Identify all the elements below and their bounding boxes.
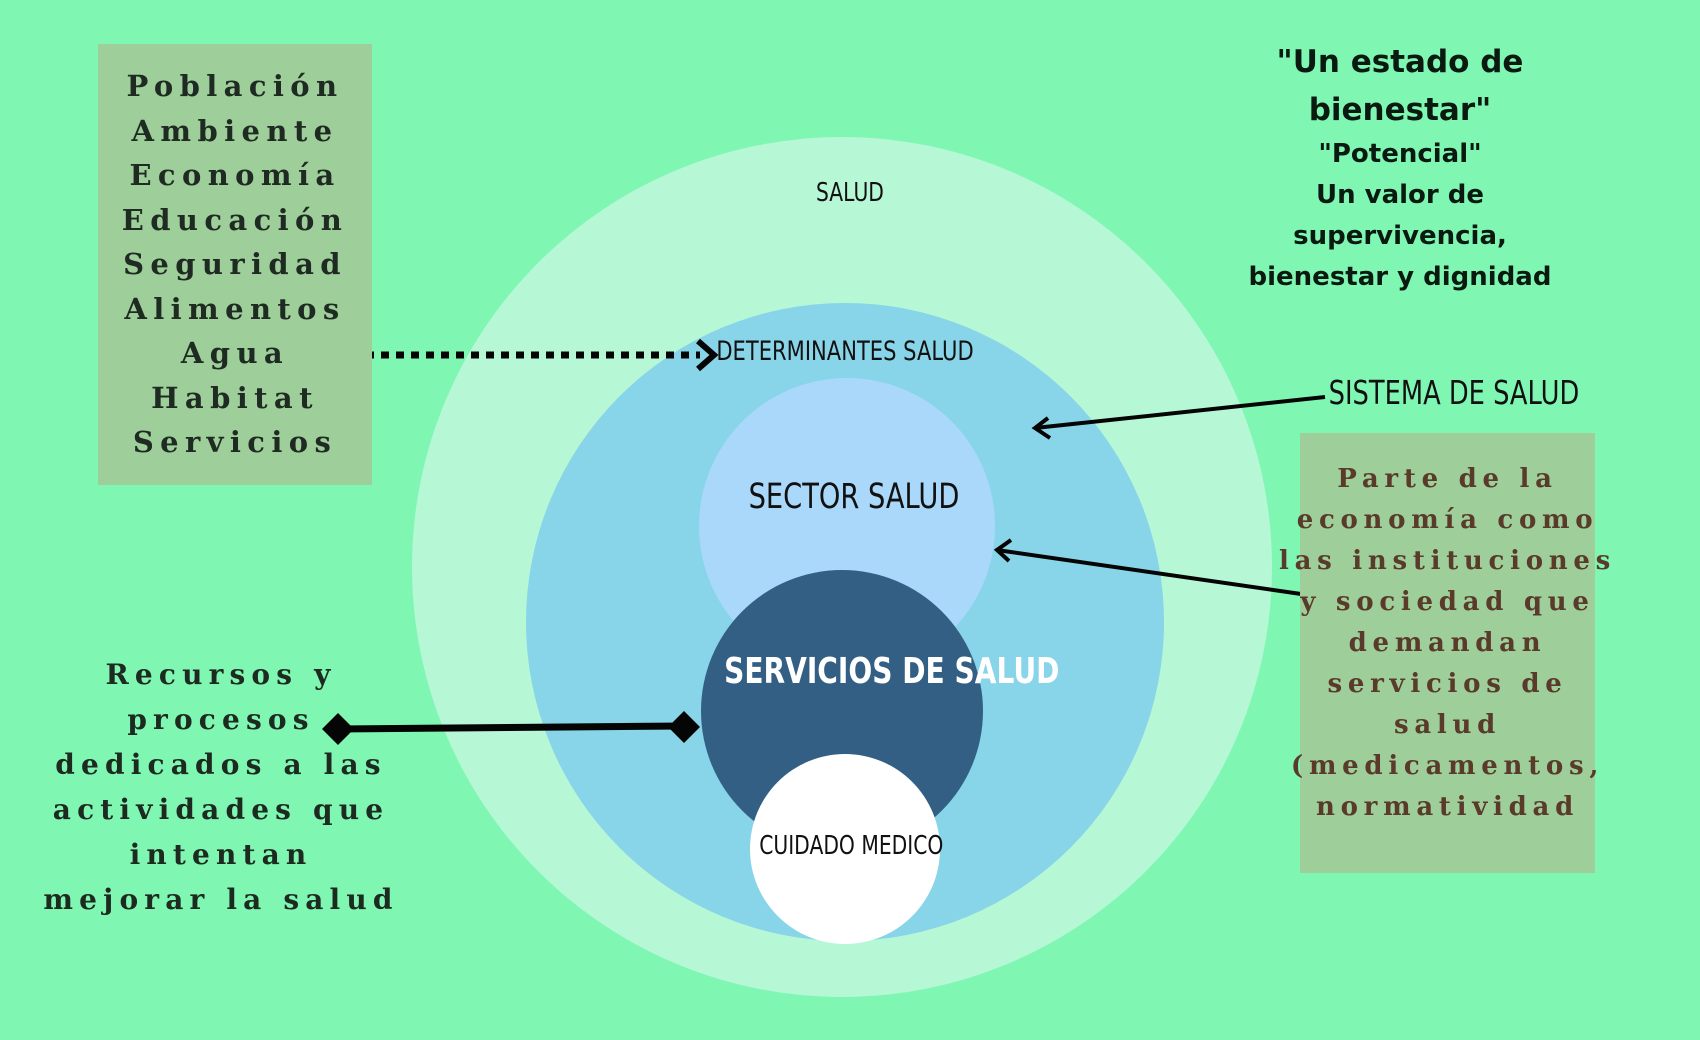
sector-arrow-head	[993, 538, 1013, 563]
quote-line: supervivencia,	[1293, 221, 1507, 251]
determinants-list: Población Ambiente Economía Educación Se…	[98, 44, 372, 485]
text-line: normatividad	[1315, 792, 1580, 822]
list-item: Servicios	[132, 425, 338, 460]
list-item: Economía	[129, 158, 341, 193]
text-line: demandan	[1348, 628, 1547, 658]
list-item: Educación	[121, 202, 349, 237]
text-line: Parte de la	[1337, 464, 1558, 494]
sector-label: SECTOR SALUD	[748, 477, 960, 517]
quote-line: bienestar"	[1308, 92, 1492, 128]
sistema-arrow-head	[1031, 416, 1052, 440]
quote-line: "Un estado de	[1276, 44, 1524, 80]
servicios-circle	[701, 570, 983, 852]
text-line: (medicamentos,	[1290, 751, 1605, 781]
cuidado-circle	[750, 754, 940, 944]
sector-arrow-line	[996, 548, 1302, 596]
health-definition-quote: "Un estado de bienestar" "Potencial" Un …	[1210, 38, 1590, 298]
quote-line: bienestar y dignidad	[1248, 262, 1552, 292]
text-line: dedicados a las	[55, 748, 387, 781]
determinants-box	[98, 44, 372, 485]
diamond-left-end	[322, 713, 354, 745]
services-description: Recursos y procesos dedicados a las acti…	[43, 652, 392, 922]
dotted-arrow-head	[696, 338, 719, 372]
sistema-label: SISTEMA DE SALUD	[1328, 373, 1580, 412]
list-item: Alimentos	[124, 291, 346, 326]
list-item: Agua	[180, 336, 290, 371]
list-item: Población	[126, 69, 344, 104]
text-line: procesos	[127, 703, 315, 736]
list-item: Habitat	[151, 380, 319, 415]
text-line: economía como	[1296, 505, 1599, 535]
diamond-right-end	[668, 711, 700, 743]
cuidado-label: CUIDADO MEDICO	[759, 831, 944, 861]
sistema-arrow-line	[1034, 395, 1326, 430]
quote-line: Un valor de	[1315, 180, 1485, 210]
economy-box	[1300, 433, 1595, 873]
text-line: mejorar la salud	[43, 883, 399, 916]
text-line: servicios de	[1327, 669, 1568, 699]
list-item: Ambiente	[131, 113, 339, 148]
economy-text: Parte de la economía como las institucio…	[1279, 433, 1610, 873]
text-line: salud	[1393, 710, 1502, 740]
text-line: las instituciones	[1279, 546, 1617, 576]
text-line: intentan	[129, 838, 313, 871]
servicios-label: SERVICIOS DE SALUD	[724, 651, 1060, 692]
text-line: Recursos y	[105, 658, 337, 691]
text-line: actividades que	[52, 793, 390, 826]
determinantes-label: DETERMINANTES SALUD	[716, 336, 974, 367]
list-item: Seguridad	[123, 247, 347, 282]
quote-line: "Potencial"	[1318, 139, 1482, 169]
text-line: y sociedad que	[1300, 587, 1595, 617]
salud-label: SALUD	[816, 178, 884, 208]
diamond-connector-line	[337, 722, 685, 733]
